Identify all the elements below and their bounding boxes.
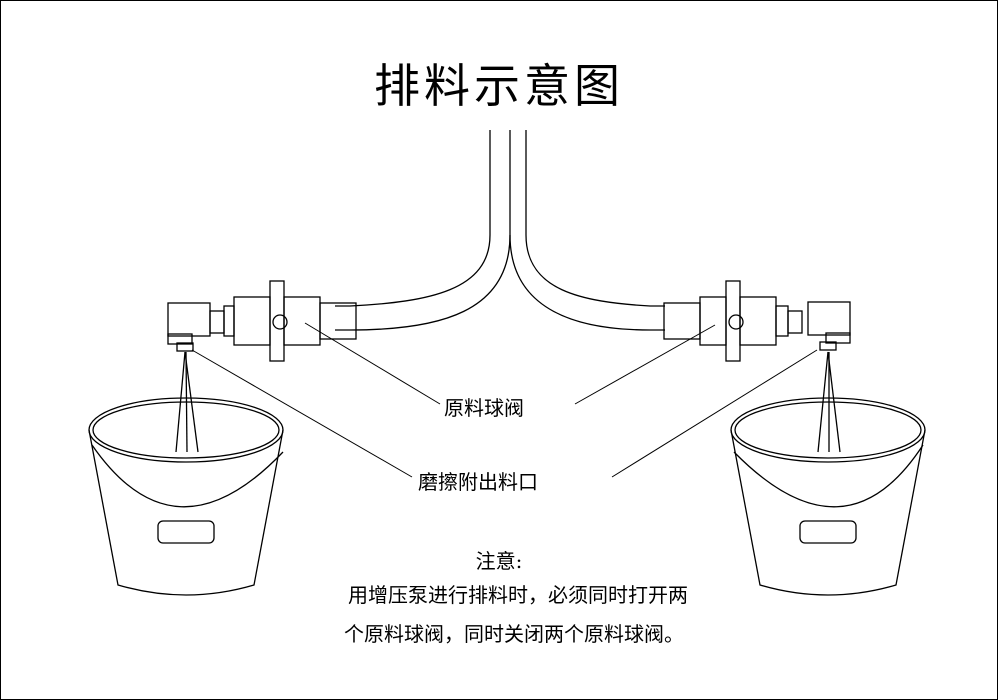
left-bucket xyxy=(88,397,284,596)
note-line-1: 用增压泵进行排料时，必须同时打开两 xyxy=(348,583,688,607)
note-heading: 注意: xyxy=(475,549,523,573)
ball-valve-label: 原料球阀 xyxy=(444,396,524,420)
right-bucket xyxy=(730,397,926,596)
left-hose xyxy=(335,234,511,331)
vertical-supply-pipe xyxy=(489,130,527,235)
note-line-2: 个原料球阀，同时关闭两个原料球阀。 xyxy=(344,622,684,646)
right-hose xyxy=(509,234,665,331)
leader-lines xyxy=(191,322,818,478)
outlet-label: 磨擦附出料口 xyxy=(418,470,538,494)
diagram-title: 排料示意图 xyxy=(374,59,624,113)
right-ball-valve xyxy=(663,280,851,362)
left-ball-valve xyxy=(167,280,357,362)
